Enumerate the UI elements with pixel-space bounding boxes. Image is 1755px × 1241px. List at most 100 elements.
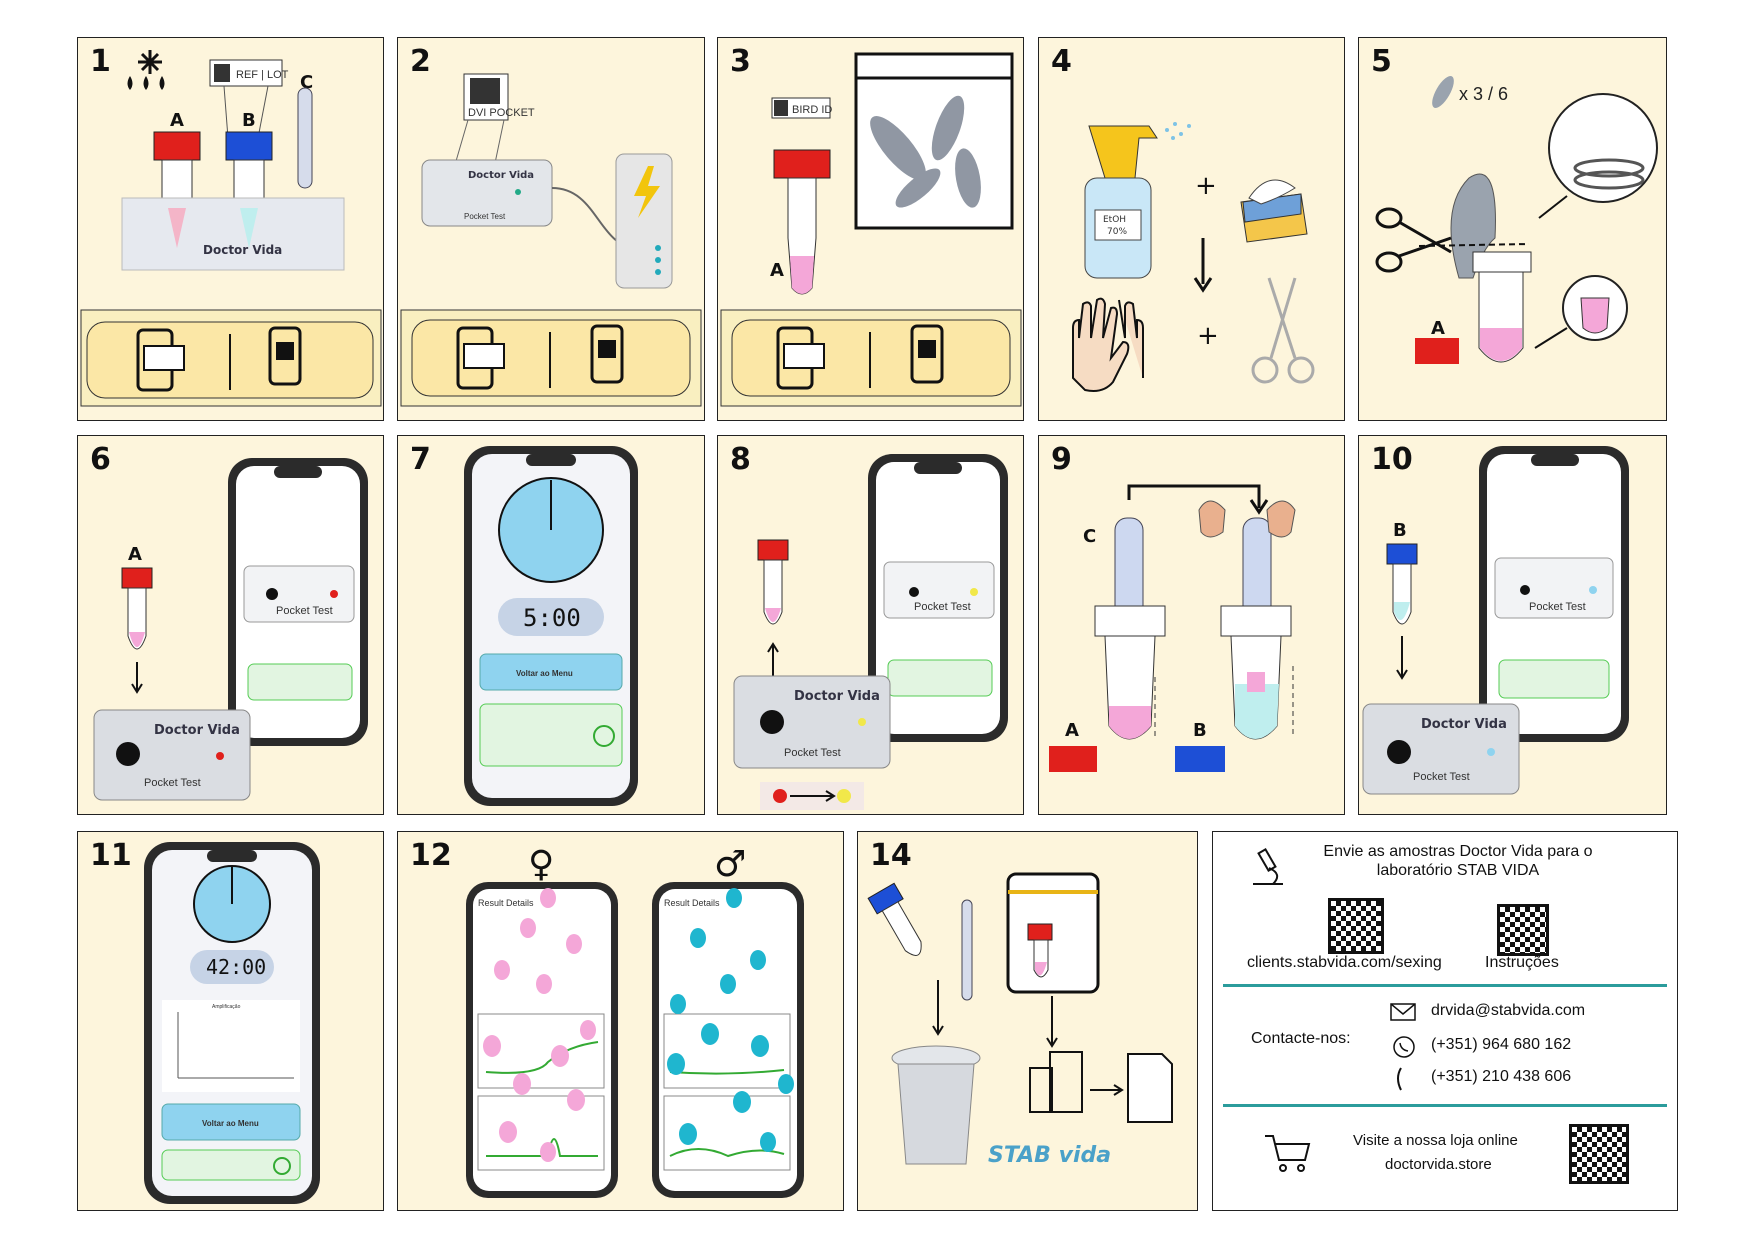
chart-title: Amplificação: [212, 1004, 241, 1010]
label-a: A: [770, 260, 784, 281]
lightning-icon: [634, 166, 660, 218]
label-b: B: [1393, 520, 1407, 541]
step-10-illustration: Pocket Test B Doctor Vida Pocket Test: [1362, 446, 1629, 795]
menu-button[interactable]: Voltar ao Menu: [202, 1119, 259, 1128]
building-icon: [1029, 1051, 1083, 1113]
snowflake-icon: [138, 50, 162, 74]
step-number: 6: [90, 442, 111, 477]
label-a: A: [128, 544, 142, 565]
female-symbol-icon: ♀: [528, 844, 554, 885]
panel-step-10: 10 Pocket Test B Doctor Vida Pocket Test: [1358, 435, 1667, 815]
dvi-pocket-tag: DVI POCKET: [468, 107, 535, 119]
panel-step-8: 8 Pocket Test Doctor Vida Pocket Test: [717, 435, 1024, 815]
step-number: 9: [1051, 442, 1072, 477]
whatsapp-icon: [1393, 1036, 1415, 1058]
step-number: 11: [90, 838, 132, 873]
phone-icon: [1397, 1067, 1402, 1091]
store-text: Visite a nossa loja online: [1353, 1132, 1518, 1149]
ref-lot-tag: REF | LOT: [236, 69, 289, 81]
divider: [1223, 1104, 1667, 1107]
step-11-illustration: 42:00 Amplificação Voltar ao Menu: [144, 842, 320, 1204]
step-number: 8: [730, 442, 751, 477]
step-9-illustration: C A B: [1049, 484, 1296, 772]
step-number: 10: [1371, 442, 1413, 477]
svg-text:Pocket Test: Pocket Test: [276, 605, 333, 617]
svg-text:Result Details: Result Details: [664, 898, 720, 908]
microscope-icon: [1253, 847, 1283, 885]
step-4-illustration: EtOH 70% + +: [1072, 122, 1315, 392]
device-brand: Doctor Vida: [154, 723, 240, 738]
panel-step-5: 5 x 3 / 6 A: [1358, 37, 1667, 421]
scissors-icon: [1251, 277, 1315, 384]
label-b: B: [242, 110, 256, 131]
timer-value: 42:00: [206, 955, 266, 979]
drops-icon: [127, 76, 165, 90]
step-3-illustration: BIRD ID A: [720, 52, 1022, 407]
send-text: Envie as amostras Doctor Vida para o lab…: [1323, 843, 1593, 879]
panel-step-4: 4 EtOH 70% + +: [1038, 37, 1345, 421]
info-panel: Envie as amostras Doctor Vida para o lab…: [1212, 831, 1678, 1211]
male-symbol-icon: ♂: [714, 844, 746, 885]
divider: [1223, 984, 1667, 987]
panel-step-14: 14 STAB vida: [857, 831, 1198, 1211]
panel-step-1: 1 REF | LOT A B C Doctor Vida: [77, 37, 384, 421]
email-link[interactable]: drvida@stabvida.com: [1431, 1002, 1586, 1019]
svg-text:70%: 70%: [1107, 227, 1127, 237]
step-2-illustration: DVI POCKET Doctor Vida Pocket Test: [400, 73, 702, 407]
panel-step-2: 2 DVI POCKET Doctor Vida Pocket Test: [397, 37, 705, 421]
device-name: Pocket Test: [1413, 771, 1470, 783]
label-c: C: [1083, 526, 1096, 547]
step-number: 3: [730, 44, 751, 79]
step-12-illustration: ♀ ♂ Result Details Result Details: [466, 844, 804, 1198]
step-number: 4: [1051, 44, 1072, 79]
device-name: Pocket Test: [144, 777, 201, 789]
shopping-cart-icon: [1265, 1135, 1311, 1172]
timer-value: 5:00: [523, 604, 581, 632]
step-number: 7: [410, 442, 431, 477]
step-number: 1: [90, 44, 111, 79]
device-brand: Doctor Vida: [794, 689, 880, 704]
pink-balloons-icon: [483, 888, 596, 1162]
contact-label: Contacte-nos:: [1251, 1030, 1351, 1047]
feather-count: x 3 / 6: [1459, 84, 1508, 104]
step-14-illustration: STAB vida: [867, 872, 1173, 1168]
store-url[interactable]: doctorvida.store: [1385, 1156, 1492, 1173]
panel-step-12: 12 ♀ ♂ Result Details Result Details: [397, 831, 844, 1211]
step-number: 14: [870, 838, 912, 873]
panel-step-7: 7 5:00 Voltar ao Menu: [397, 435, 705, 815]
label-a: A: [1065, 720, 1079, 741]
qr-code-sexing[interactable]: [1328, 898, 1384, 954]
bottle-label: EtOH: [1103, 215, 1126, 225]
menu-button[interactable]: Voltar ao Menu: [516, 669, 573, 678]
certificate-icon: [1127, 1053, 1173, 1123]
step-number: 5: [1371, 44, 1392, 79]
label-a: A: [170, 110, 184, 131]
step-number: 2: [410, 44, 431, 79]
step-6-illustration: Pocket Test A Doctor Vida Pocket Test: [93, 458, 368, 801]
device-name: Pocket Test: [784, 747, 841, 759]
qr-code-store[interactable]: [1569, 1124, 1629, 1184]
cyan-balloons-icon: [667, 888, 794, 1152]
step-7-illustration: 5:00 Voltar ao Menu: [464, 446, 638, 806]
panel-step-9: 9 C A B: [1038, 435, 1345, 815]
qr-code-instructions[interactable]: [1497, 904, 1549, 956]
step-number: 12: [410, 838, 452, 873]
brand-label: Doctor Vida: [203, 243, 282, 257]
trash-can-icon: [891, 1045, 981, 1165]
whatsapp-number[interactable]: (+351) 964 680 162: [1431, 1036, 1572, 1053]
panel-step-3: 3 BIRD ID A: [717, 37, 1024, 421]
plus-symbol: +: [1195, 171, 1217, 201]
svg-text:Pocket Test: Pocket Test: [914, 601, 971, 613]
bird-id-tag: BIRD ID: [792, 104, 832, 116]
stab-vida-logo: STAB vida: [988, 1143, 1111, 1168]
step-1-illustration: REF | LOT A B C Doctor Vida: [80, 50, 382, 407]
link-instructions[interactable]: Instruções: [1485, 954, 1559, 971]
step-5-illustration: x 3 / 6 A: [1375, 76, 1658, 364]
step-8-illustration: Pocket Test Doctor Vida Pocket Test: [733, 454, 1008, 810]
device-name: Pocket Test: [464, 212, 506, 221]
label-b: B: [1193, 720, 1207, 741]
label-a: A: [1431, 318, 1445, 339]
phone-number[interactable]: (+351) 210 438 606: [1431, 1068, 1572, 1085]
link-sexing[interactable]: clients.stabvida.com/sexing: [1247, 954, 1442, 971]
device-brand: Doctor Vida: [1421, 717, 1507, 732]
